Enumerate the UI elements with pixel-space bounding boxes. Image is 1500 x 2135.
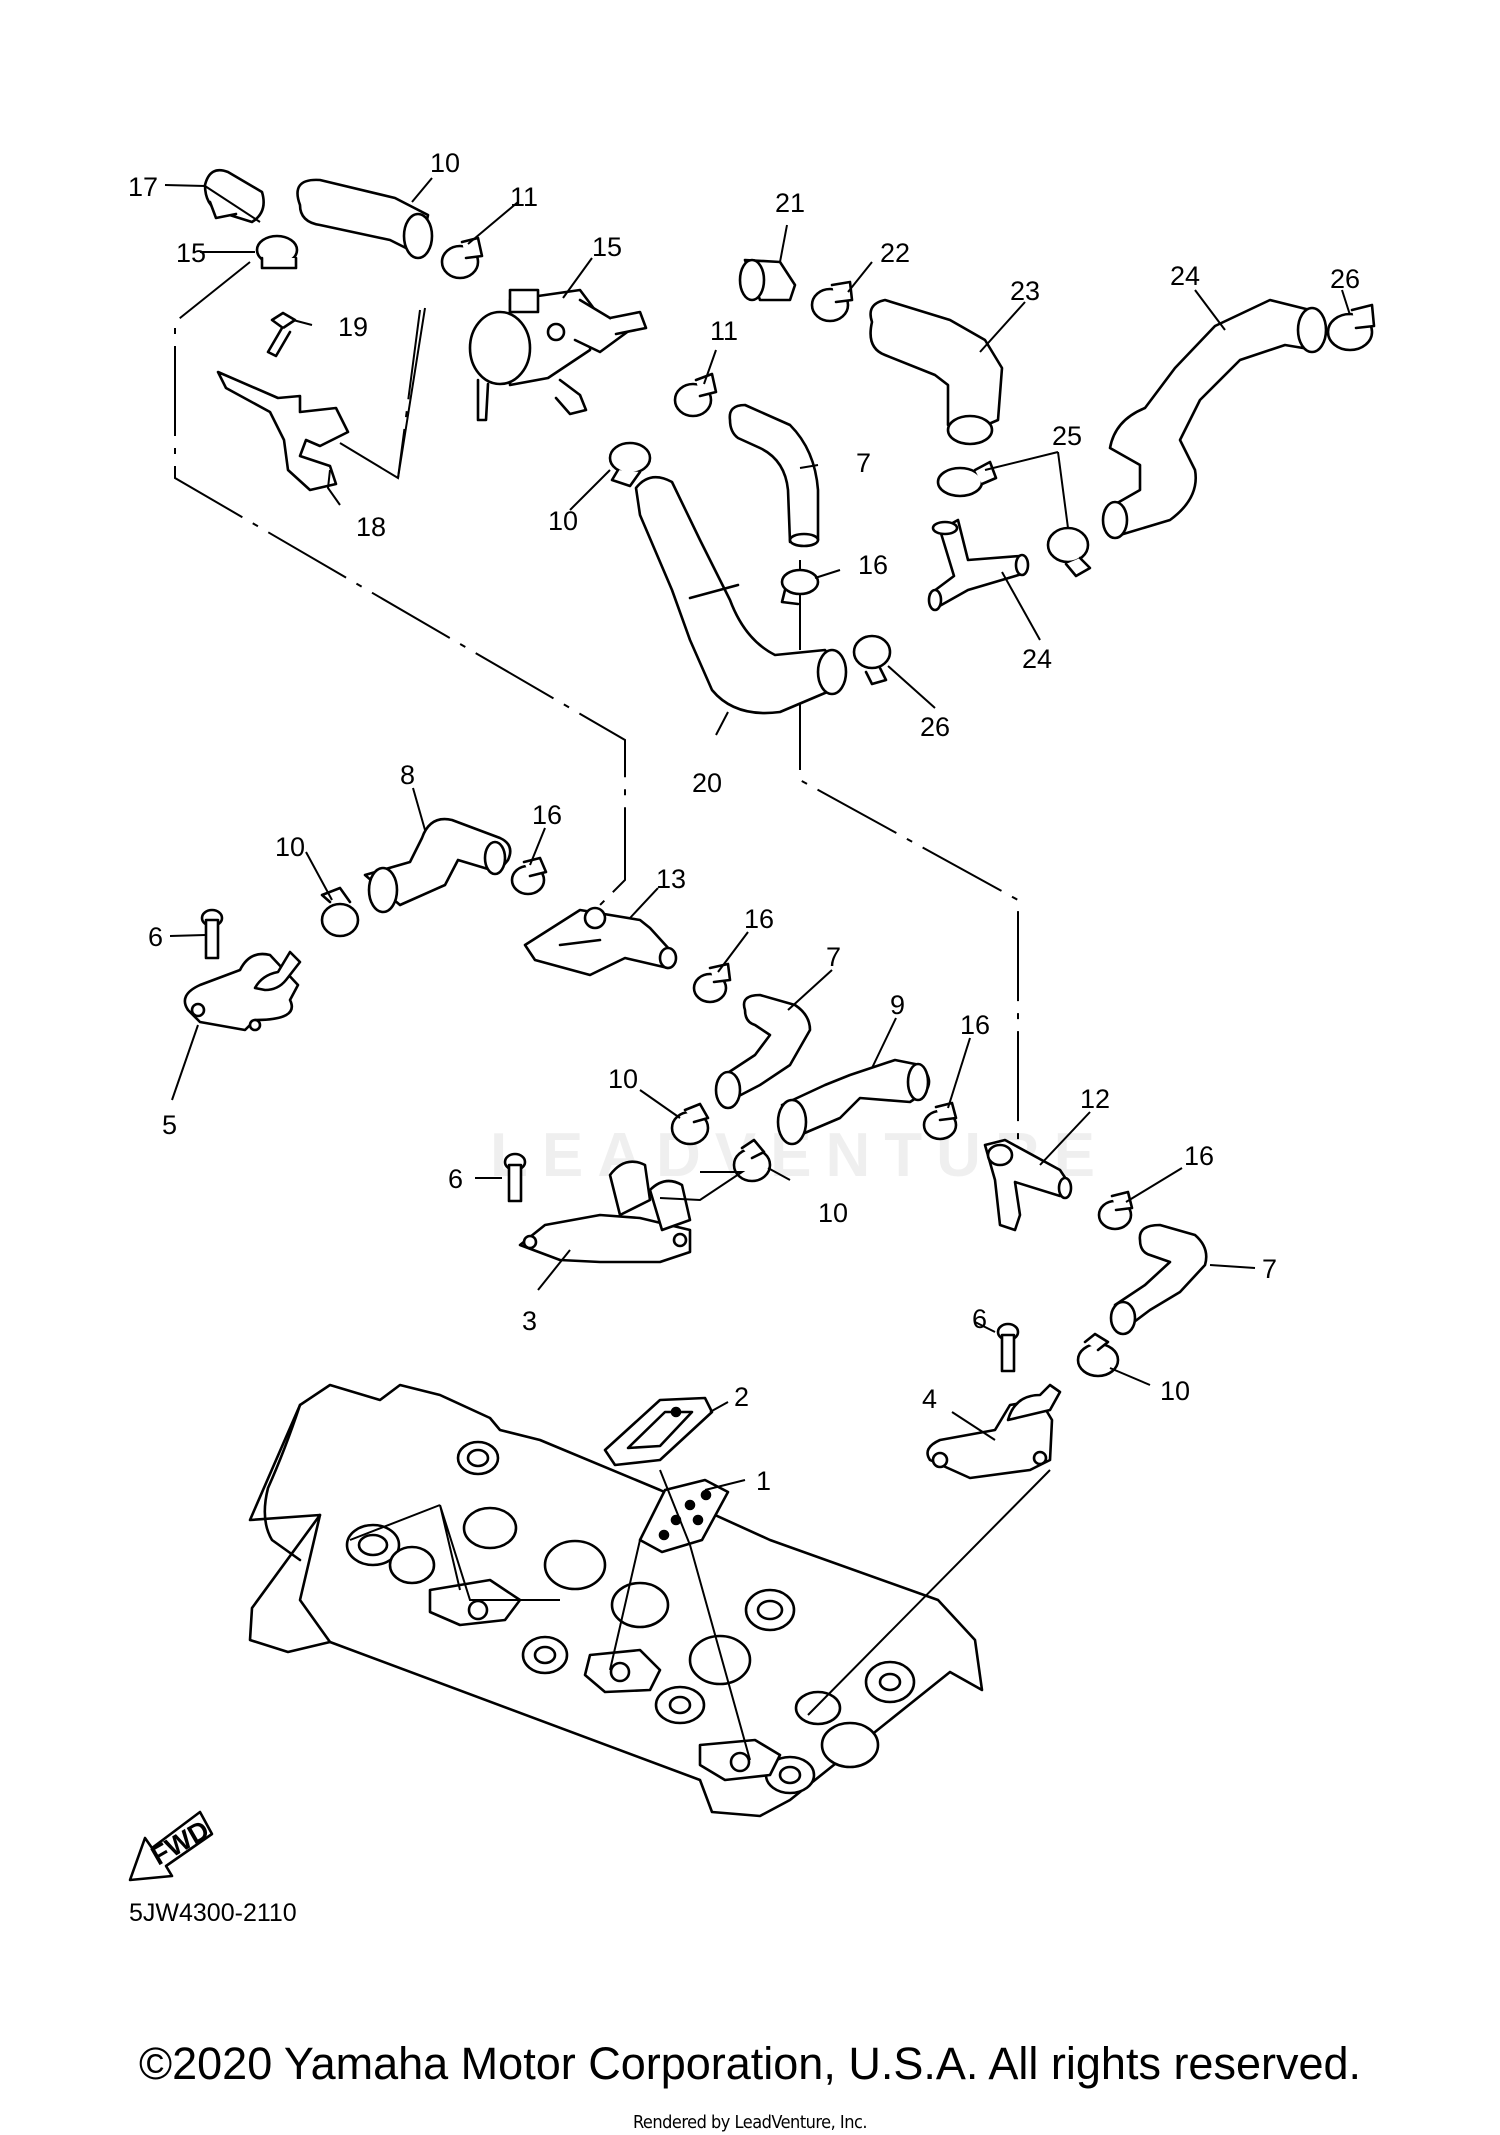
pipe-12 — [983, 1138, 1073, 1232]
callout-13: 13 — [656, 864, 686, 894]
clamp-10-mid-b — [732, 1138, 772, 1183]
bolt-6-mid — [503, 1152, 527, 1203]
assembly-line-left — [174, 261, 626, 916]
clamp-16-a — [510, 856, 548, 896]
callout-8-right: 9 — [890, 990, 905, 1020]
bolt-6-left — [200, 908, 224, 960]
cylinder-head-cover — [248, 1383, 984, 1818]
callout-16-a: 16 — [532, 800, 562, 830]
callout-10-mid-b: 10 — [818, 1198, 848, 1228]
clamp-27 — [1326, 303, 1376, 352]
reed-cover-3 — [518, 1160, 692, 1264]
hose-8-right — [776, 1058, 931, 1146]
leader-lines — [164, 177, 1351, 1761]
hose-22 — [869, 298, 1004, 446]
callout-10-left: 10 — [275, 832, 305, 862]
callout-11-top: 11 — [510, 182, 538, 212]
hose-7-upper — [728, 403, 820, 548]
callout-22: 23 — [1010, 276, 1040, 306]
diagram-code: 5JW4300-2110 — [129, 1899, 297, 1927]
clamp-10-lower — [1076, 1332, 1120, 1378]
callout-8-left: 8 — [400, 760, 415, 790]
fwd-label: FWD — [146, 1814, 214, 1871]
callout-12: 12 — [1080, 1084, 1110, 1114]
callout-18: 18 — [356, 512, 386, 542]
callout-10-lower: 10 — [1160, 1376, 1190, 1406]
callout-14: 15 — [592, 232, 622, 262]
callout-10-top: 10 — [548, 506, 578, 536]
breather-plate-1 — [638, 1478, 730, 1554]
callout-7-mid: 7 — [826, 942, 841, 972]
callout-6-lower: 6 — [972, 1304, 987, 1334]
cap-23 — [738, 258, 797, 302]
callout-21: 24 — [1022, 644, 1052, 674]
callout-3: 3 — [522, 1306, 537, 1336]
clamp-16-b — [692, 962, 732, 1004]
clamp-11-top — [440, 236, 484, 280]
callout-19: 19 — [338, 312, 368, 342]
callout-7-top: 7 — [856, 448, 871, 478]
clamp-10-left — [320, 886, 360, 938]
callout-11-right: 11 — [710, 316, 738, 346]
callout-7-lower: 7 — [1262, 1254, 1277, 1284]
clamp-24 — [810, 280, 854, 323]
clamp-26-right — [1046, 526, 1092, 578]
callout-labels: 17 10 11 15 15 19 18 11 10 7 16 20 21 22… — [128, 148, 1360, 1496]
hose-8-left — [363, 817, 512, 914]
reed-cover-4 — [926, 1383, 1062, 1480]
hose-9 — [296, 178, 434, 260]
callout-2: 2 — [734, 1382, 749, 1412]
callout-15-mid: 16 — [858, 550, 888, 580]
gasket-2 — [603, 1396, 714, 1467]
clamp-16-c — [922, 1101, 958, 1141]
hose-25 — [1101, 298, 1328, 540]
callout-10-mid-a: 10 — [608, 1064, 638, 1094]
callout-1: 1 — [756, 1466, 771, 1496]
fwd-arrow-icon — [128, 1810, 214, 1882]
clamp-16-d — [1097, 1190, 1134, 1231]
rendered-by: Rendered by LeadVenture, Inc. — [632, 2112, 868, 2133]
hose-7-mid — [714, 993, 812, 1110]
hose-7-lower — [1109, 1223, 1208, 1336]
callout-15-top: 15 — [176, 238, 206, 268]
clamp-26-bottom — [852, 634, 892, 686]
clamp-10-top — [608, 441, 652, 488]
callout-9: 10 — [430, 148, 460, 178]
air-cut-valve-14 — [468, 288, 648, 422]
callout-16-c: 16 — [960, 1010, 990, 1040]
callout-6-left: 6 — [148, 922, 163, 952]
callout-16-b: 16 — [744, 904, 774, 934]
pipe-21 — [927, 518, 1030, 612]
callout-17: 17 — [128, 172, 158, 202]
hose-20 — [634, 475, 848, 715]
copyright-notice: ©2020 Yamaha Motor Corporation, U.S.A. A… — [138, 2038, 1362, 2089]
bolt-6-lower — [996, 1322, 1020, 1373]
callout-5: 5 — [162, 1110, 177, 1140]
reed-cover-5 — [183, 950, 302, 1032]
callout-16-d: 16 — [1184, 1141, 1214, 1171]
callout-24: 22 — [880, 238, 910, 268]
hose-holder-17 — [203, 168, 265, 224]
callout-25: 24 — [1170, 261, 1200, 291]
clamp-15-top — [255, 234, 299, 270]
bolt-19 — [266, 311, 297, 358]
clamp-11-right — [673, 372, 718, 418]
callout-20: 20 — [692, 768, 722, 798]
callout-23: 21 — [775, 188, 805, 218]
clamp-26-top — [936, 460, 998, 498]
callout-4: 4 — [922, 1384, 937, 1414]
callout-26-top: 25 — [1052, 421, 1082, 451]
clamp-10-mid-a — [670, 1102, 710, 1146]
bracket-18 — [216, 370, 350, 492]
callout-26-bottom: 26 — [920, 712, 950, 742]
callout-6-mid: 6 — [448, 1164, 463, 1194]
callout-27: 26 — [1330, 264, 1360, 294]
pipe-13 — [523, 906, 678, 977]
clamp-15-mid — [780, 568, 820, 606]
